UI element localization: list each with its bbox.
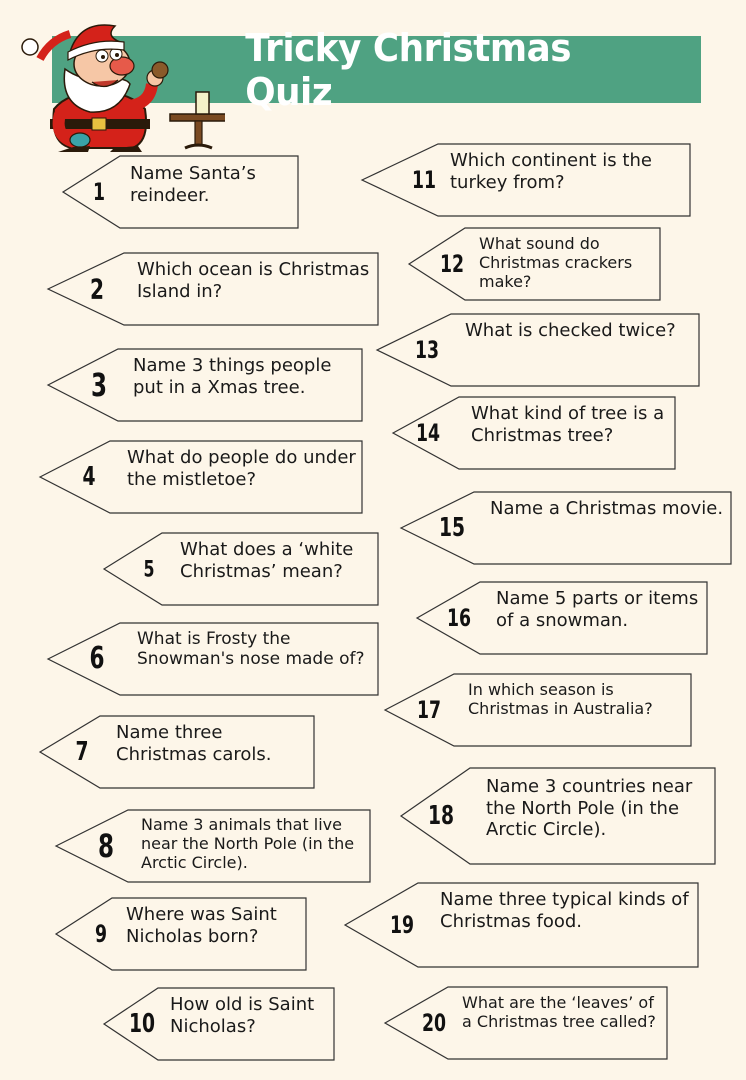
tag-shape xyxy=(375,313,700,387)
question-text: What are the ‘leaves’ of a Christmas tre… xyxy=(462,993,656,1032)
question-tag: 15 xyxy=(399,491,732,565)
tag-shape xyxy=(391,396,676,470)
question-tag: 17 xyxy=(383,673,692,747)
question-number: 11 xyxy=(412,166,436,194)
tag-shape xyxy=(343,882,699,968)
tag-shape xyxy=(46,622,379,696)
question-number: 14 xyxy=(416,419,440,447)
tag-shape xyxy=(38,440,363,514)
question-tag: 5 xyxy=(102,532,379,606)
question-tag: 16 xyxy=(415,581,708,655)
question-text: Name a Christmas movie. xyxy=(490,498,724,519)
question-text: What is Frosty the Snowman's nose made o… xyxy=(137,629,365,670)
question-number: 8 xyxy=(98,827,114,865)
question-text: Name 3 countries near the North Pole (in… xyxy=(486,776,693,841)
question-tag: 2 xyxy=(46,252,379,326)
question-tag: 7 xyxy=(38,715,315,789)
question-tag: 13 xyxy=(375,313,700,387)
question-text: What do people do under the mistletoe? xyxy=(127,447,356,490)
tag-shape xyxy=(46,348,363,422)
tag-shape xyxy=(399,767,716,865)
question-tag: 18 xyxy=(399,767,716,865)
tag-shape xyxy=(360,143,691,217)
question-number: 15 xyxy=(439,513,465,543)
question-text: Name Santa’s reindeer. xyxy=(130,163,256,206)
question-number: 7 xyxy=(75,737,88,767)
tag-shape xyxy=(102,987,335,1061)
side-table xyxy=(169,91,225,150)
question-number: 20 xyxy=(422,1009,446,1037)
tag-shape xyxy=(54,897,307,971)
question-number: 10 xyxy=(129,1009,155,1039)
question-tag: 10 xyxy=(102,987,335,1061)
question-tag: 3 xyxy=(46,348,363,422)
question-tag: 1 xyxy=(61,155,299,229)
tag-shape xyxy=(407,227,661,301)
question-text: What sound do Christmas crackers make? xyxy=(479,234,633,292)
question-tag: 20 xyxy=(383,986,668,1060)
question-tag: 19 xyxy=(343,882,699,968)
question-number: 3 xyxy=(91,366,107,404)
question-text: In which season is Christmas in Australi… xyxy=(468,680,653,719)
tag-shape xyxy=(383,986,668,1060)
question-text: Name 5 parts or items of a snowman. xyxy=(496,588,699,631)
question-text: Where was Saint Nicholas born? xyxy=(126,904,277,947)
question-tag: 14 xyxy=(391,396,676,470)
tag-shape xyxy=(383,673,692,747)
santa-figure xyxy=(21,24,169,152)
question-tag: 8 xyxy=(54,809,371,883)
question-text: What kind of tree is a Christmas tree? xyxy=(471,403,665,446)
question-number: 18 xyxy=(428,801,454,831)
tag-shape xyxy=(399,491,732,565)
tag-shape xyxy=(415,581,708,655)
question-text: Name three typical kinds of Christmas fo… xyxy=(440,889,689,932)
tag-shape xyxy=(46,252,379,326)
question-text: Which continent is the turkey from? xyxy=(450,150,652,193)
question-tag: 12 xyxy=(407,227,661,301)
question-tag: 6 xyxy=(46,622,379,696)
question-number: 5 xyxy=(143,556,154,582)
question-number: 4 xyxy=(82,462,95,492)
tag-shape xyxy=(38,715,315,789)
question-number: 9 xyxy=(95,920,107,948)
tag-shape xyxy=(61,155,299,229)
question-tag: 4 xyxy=(38,440,363,514)
question-number: 2 xyxy=(90,272,104,305)
question-number: 6 xyxy=(89,642,104,676)
question-tag: 11 xyxy=(360,143,691,217)
question-number: 19 xyxy=(390,911,414,939)
question-text: What does a ‘white Christmas’ mean? xyxy=(180,539,354,582)
question-text: Name 3 animals that live near the North … xyxy=(141,815,355,873)
question-text: Name 3 things people put in a Xmas tree. xyxy=(133,355,332,398)
question-text: What is checked twice? xyxy=(465,320,676,341)
santa-illustration xyxy=(21,24,225,152)
question-text: Which ocean is Christmas Island in? xyxy=(137,259,370,302)
question-text: Name three Christmas carols. xyxy=(116,722,272,765)
question-number: 12 xyxy=(440,250,464,278)
question-tag: 9 xyxy=(54,897,307,971)
question-text: How old is Saint Nicholas? xyxy=(170,994,315,1037)
question-number: 17 xyxy=(417,696,441,724)
question-number: 16 xyxy=(447,604,471,632)
question-number: 13 xyxy=(415,336,439,364)
tag-shape xyxy=(54,809,371,883)
question-number: 1 xyxy=(93,178,105,206)
tag-shape xyxy=(102,532,379,606)
